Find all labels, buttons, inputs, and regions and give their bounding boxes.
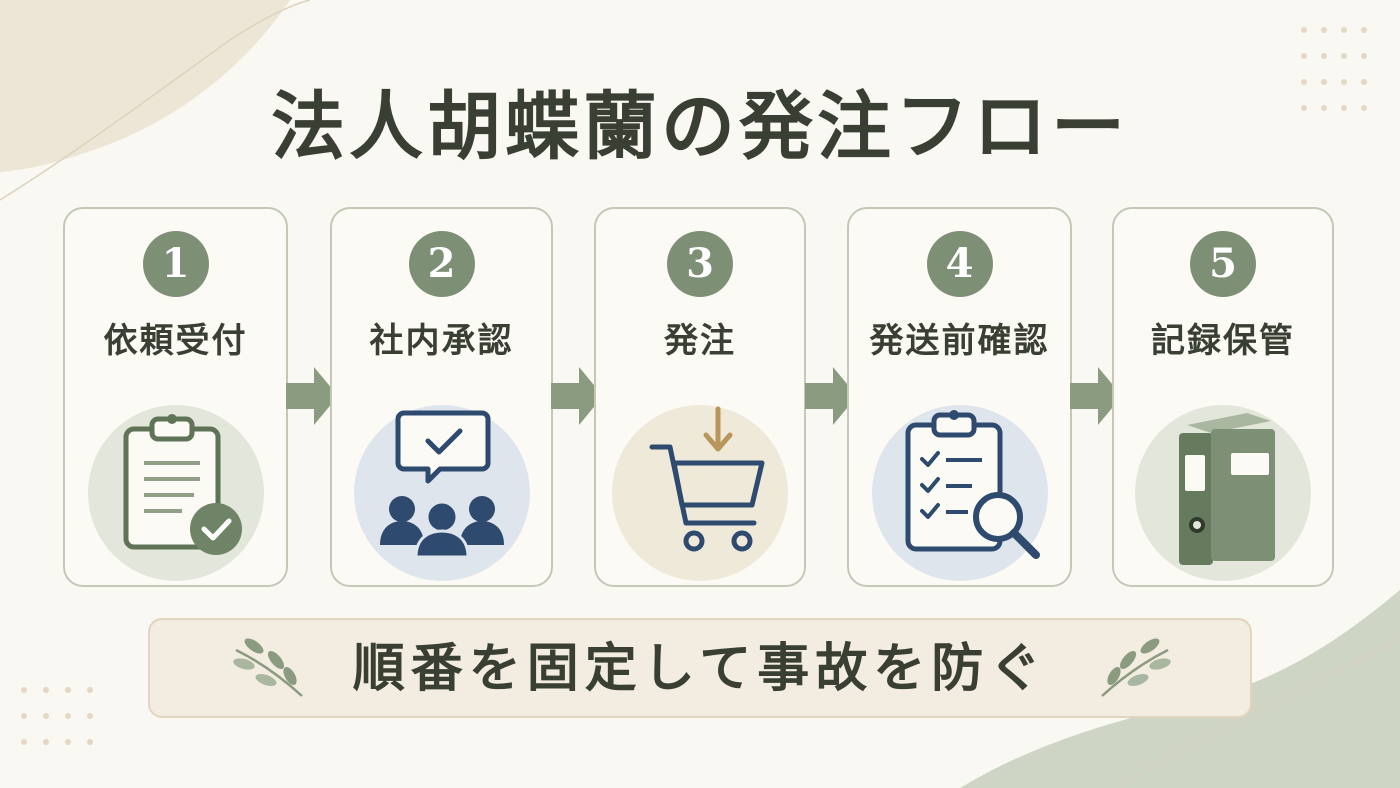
page-title: 法人胡蝶蘭の発注フロー [271,84,1129,170]
banner-text: 順番を固定して事故を防ぐ [352,638,1048,699]
step-label: 社内承認 [369,321,514,361]
step-label: 発注 [664,321,736,361]
clipboard-check-icon [87,405,264,581]
step-label: 依頼受付 [103,321,248,361]
arrow-right-icon [551,367,603,425]
step-number-badge: 2 [408,231,475,297]
step-number-badge: 1 [142,231,209,297]
summary-banner: 順番を固定して事故を防ぐ [148,618,1252,718]
arrow-right-icon [805,367,857,425]
step-card-5: 5 記録保管 [1112,207,1334,587]
step-number-badge: 5 [1190,231,1256,297]
arrow-right-icon [286,367,338,425]
leaf-sprig-left-icon [233,638,303,697]
leaf-sprig-right-icon [1101,638,1171,697]
step-number-badge: 3 [667,231,733,297]
arrow-right-icon [1070,367,1122,425]
step-card-4: 4 発送前確認 [847,207,1072,587]
step-label: 記録保管 [1151,321,1295,361]
cart-icon [612,405,788,581]
step-card-3: 3 発注 [594,207,806,587]
step-label: 発送前確認 [869,321,1050,361]
checklist-search-icon [871,405,1048,581]
step-card-1: 1 依頼受付 [63,207,288,587]
group-approval-icon [353,405,530,581]
step-card-2: 2 社内承認 [330,207,553,587]
step-number-badge: 4 [926,231,993,297]
binder-icon [1135,405,1311,581]
